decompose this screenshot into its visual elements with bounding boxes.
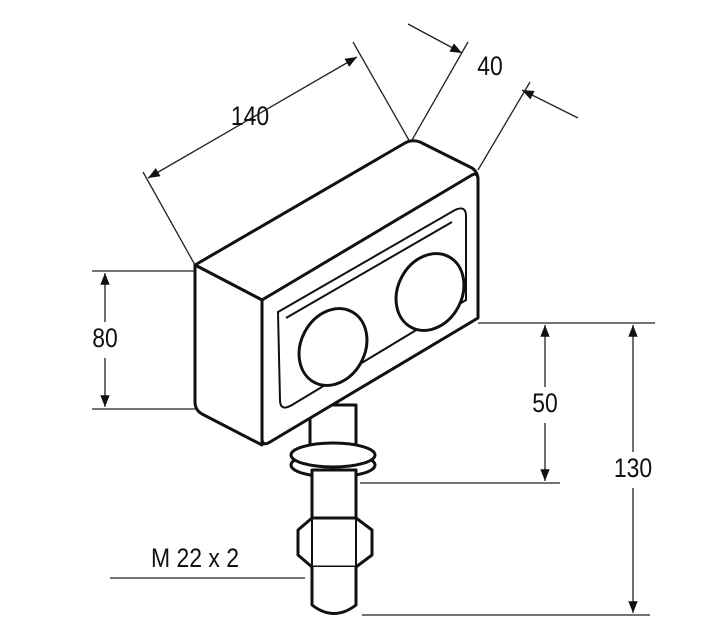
dimension-length-label: 140: [231, 101, 269, 131]
thread-spec-label: M 22 x 2: [151, 543, 239, 573]
dimension-height-label: 80: [92, 323, 118, 353]
extension-lines: [92, 41, 655, 616]
mounting-bolt: [289, 403, 377, 615]
dimension-total-height-label: 130: [614, 453, 652, 483]
dimension-depth-label: 40: [477, 51, 503, 81]
lamp-housing: [193, 139, 480, 447]
dimension-mount-offset-label: 50: [532, 388, 558, 418]
